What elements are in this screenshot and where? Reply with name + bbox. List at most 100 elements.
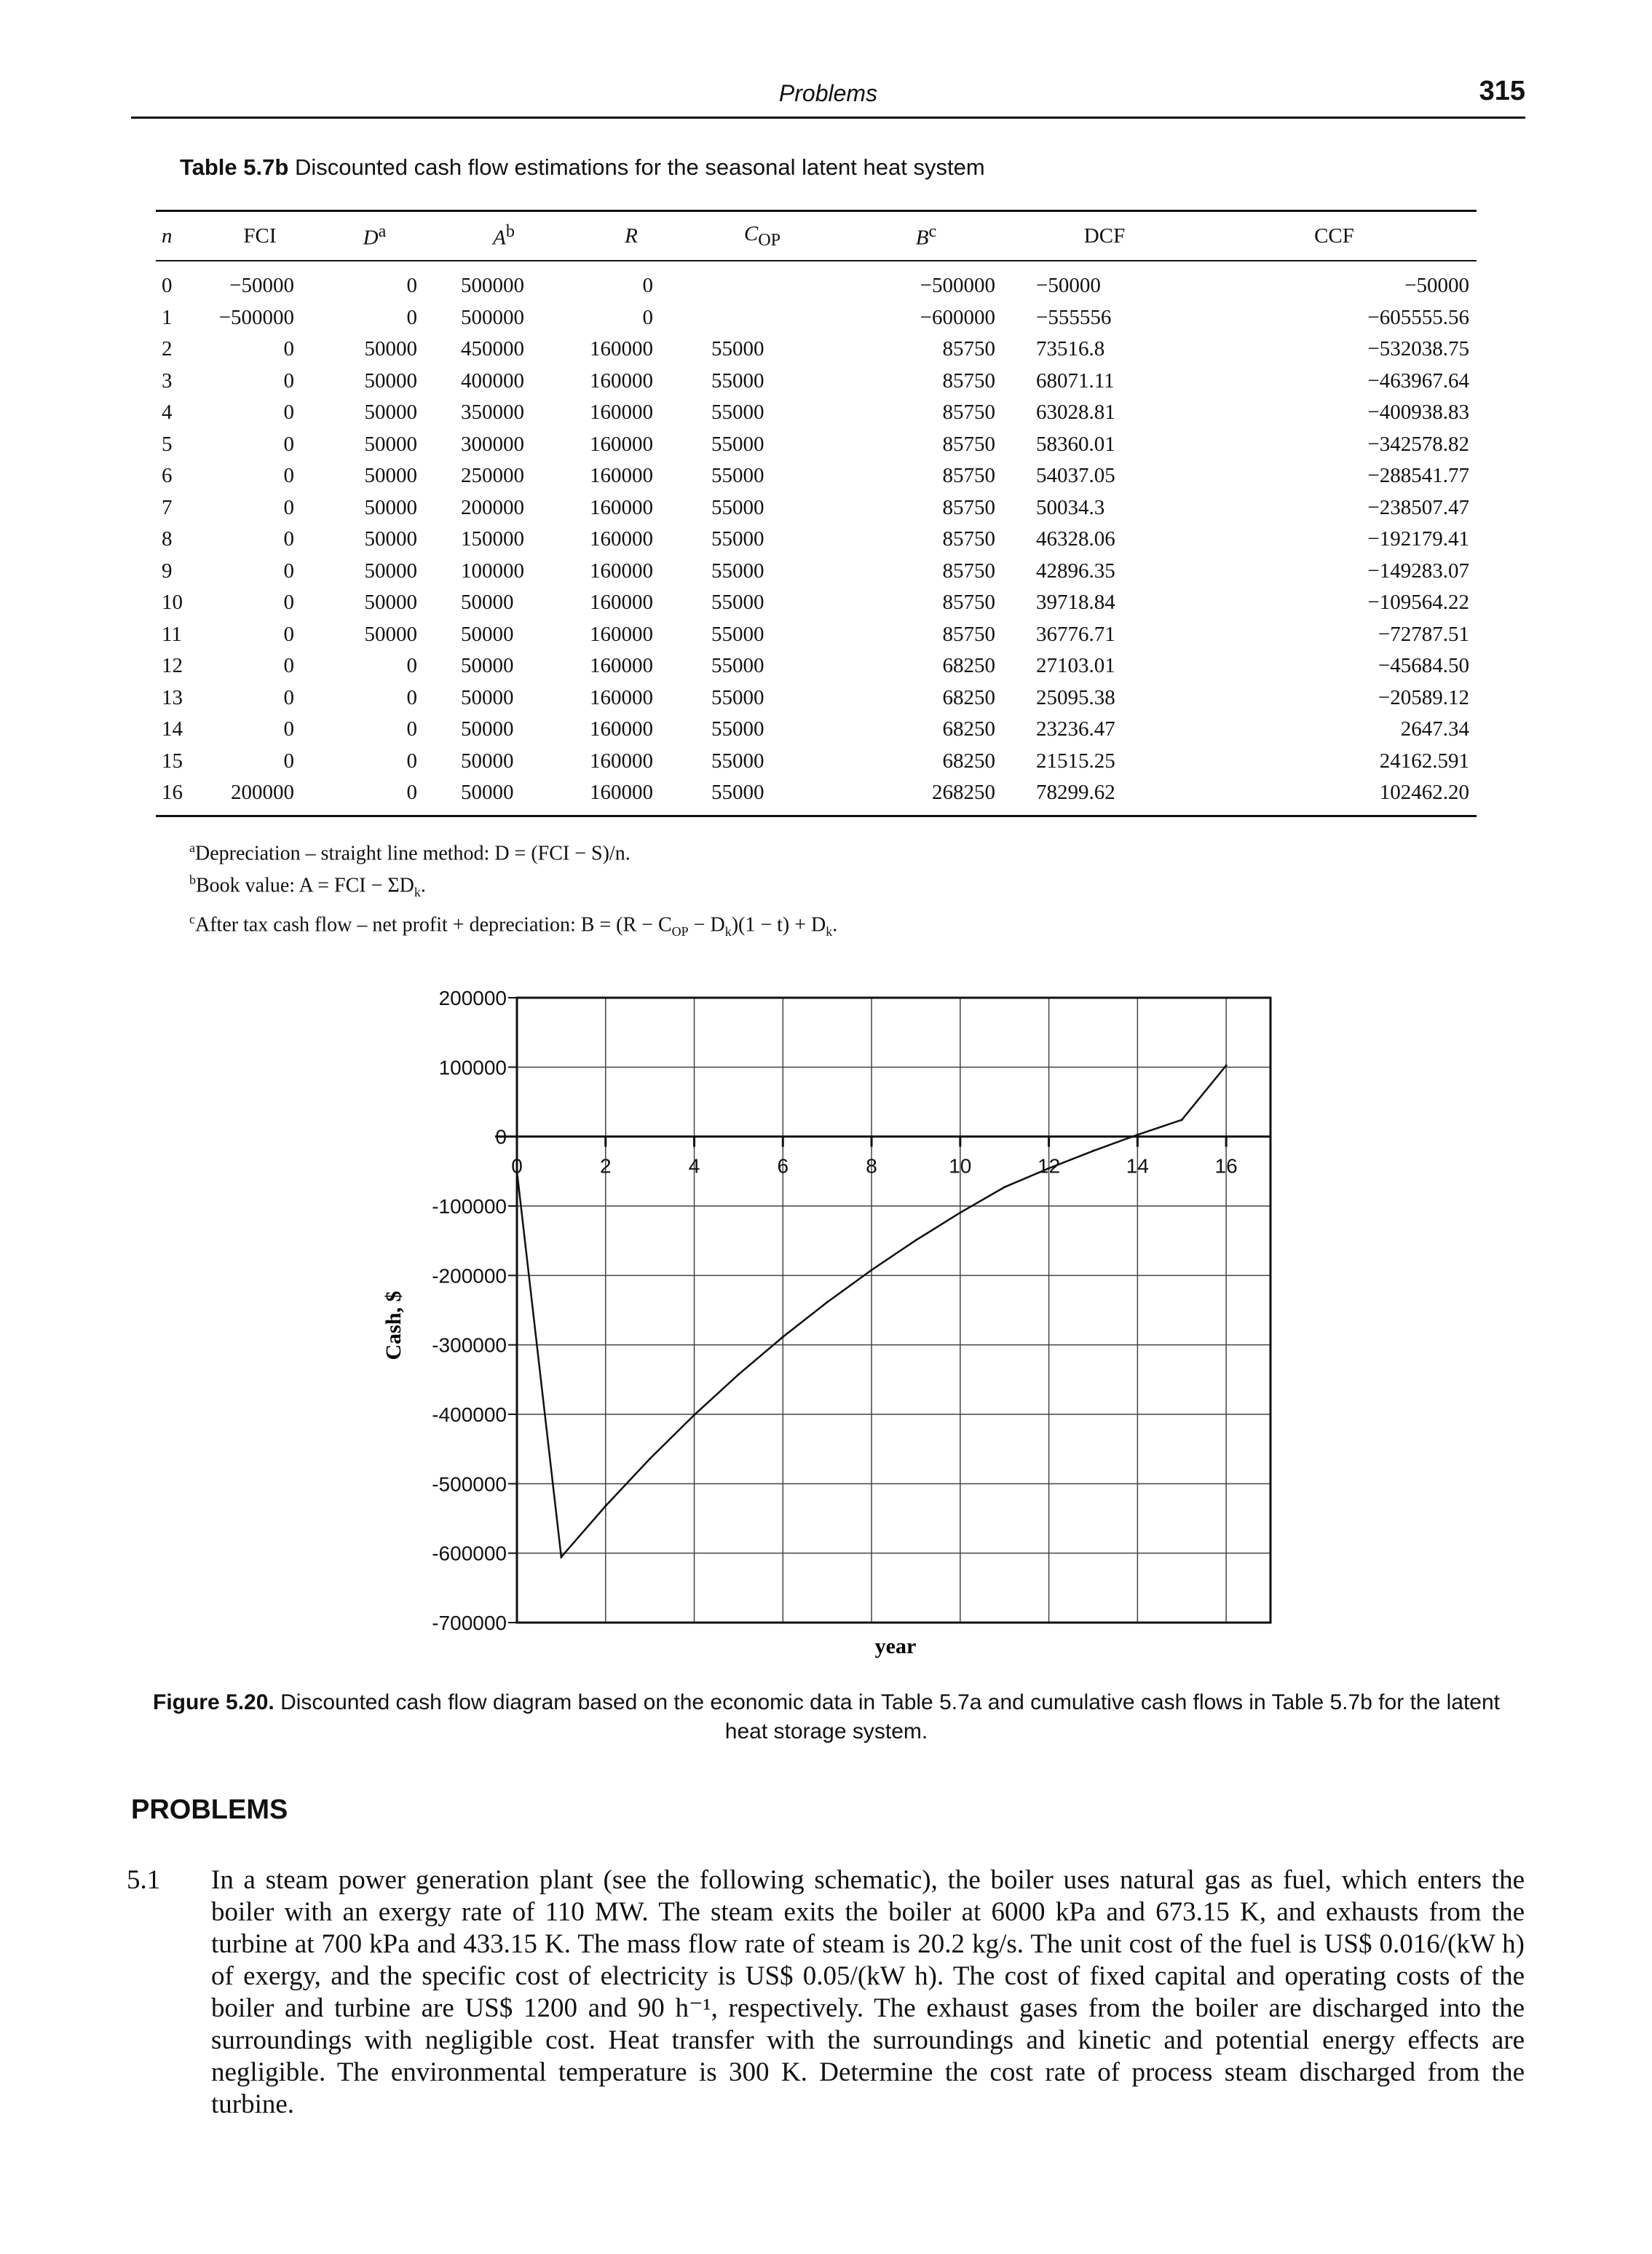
cell-b: 85750 [942, 591, 996, 615]
cell-dcf: 46328.06 [1036, 527, 1115, 551]
cell-r: 160000 [590, 337, 653, 361]
cell-r: 0 [642, 305, 654, 329]
cell-ccf: −532038.75 [1367, 337, 1469, 361]
cell-b: −500000 [920, 274, 995, 298]
cell-r: 0 [642, 274, 654, 298]
y-tick-label: -300000 [432, 1334, 507, 1357]
cell-cop: 55000 [711, 781, 764, 805]
cell-cop: 55000 [711, 591, 764, 615]
y-tick-label: -700000 [432, 1612, 507, 1634]
cell-b: 85750 [942, 464, 996, 488]
cell-a: 50000 [461, 591, 514, 615]
cell-d: 50000 [364, 527, 418, 551]
data-point [1136, 1133, 1139, 1136]
cell-cop: 55000 [711, 337, 764, 361]
cell-n: 5 [162, 432, 173, 456]
x-tick-label: 4 [689, 1155, 700, 1178]
cell-ccf: −149283.07 [1367, 559, 1469, 583]
x-tick-label: 16 [1215, 1155, 1238, 1178]
y-tick-label: 0 [495, 1126, 507, 1148]
cell-d: 0 [406, 781, 418, 805]
cell-b: 85750 [942, 495, 996, 519]
cell-a: 50000 [461, 654, 514, 678]
header-fci: FCI [243, 224, 277, 248]
cell-dcf: 42896.35 [1036, 559, 1115, 583]
cell-r: 160000 [590, 401, 653, 425]
cell-d: 50000 [364, 591, 418, 615]
cell-n: 0 [162, 274, 173, 298]
data-point [826, 1301, 829, 1304]
y-tick-label: -100000 [432, 1195, 507, 1218]
cell-fci: 0 [283, 401, 295, 425]
cell-cop: 55000 [711, 432, 764, 456]
cell-a: 500000 [461, 274, 524, 298]
cell-n: 14 [162, 717, 183, 741]
chart-grid [516, 997, 1270, 1623]
cell-r: 160000 [590, 464, 653, 488]
cell-b: 68250 [942, 749, 996, 773]
y-tick-label: 200000 [439, 987, 507, 1009]
cell-r: 160000 [590, 685, 653, 709]
x-tick-label: 14 [1126, 1155, 1149, 1178]
header-a: Ab [493, 221, 515, 250]
x-tick-label: 0 [511, 1155, 523, 1178]
data-point [959, 1211, 962, 1214]
footnote-b: bBook value: A = FCI − ΣDk. [189, 872, 426, 900]
cell-b: 85750 [942, 527, 996, 551]
table-header-row: n FCI Da Ab R COP Bc DCF CCF [156, 210, 1477, 261]
cell-d: 0 [406, 749, 418, 773]
cell-a: 400000 [461, 369, 524, 393]
cell-d: 0 [406, 717, 418, 741]
cell-r: 160000 [590, 369, 653, 393]
cell-b: 68250 [942, 717, 996, 741]
running-head: Problems 315 [131, 76, 1525, 119]
y-tick-label: -500000 [432, 1473, 507, 1495]
data-point [560, 1556, 563, 1559]
footnote-c: cAfter tax cash flow – net profit + depr… [189, 912, 838, 939]
problem-number: 5.1 [127, 1865, 161, 1895]
x-tick-label: 2 [600, 1155, 612, 1178]
cell-d: 0 [406, 654, 418, 678]
cell-r: 160000 [590, 622, 653, 646]
cell-a: 50000 [461, 749, 514, 773]
cell-a: 150000 [461, 527, 524, 551]
cell-fci: 0 [283, 685, 295, 709]
y-tick-label: -200000 [432, 1264, 507, 1287]
cell-fci: 0 [283, 591, 295, 615]
cell-r: 160000 [590, 527, 653, 551]
data-point [1225, 1064, 1228, 1067]
cell-ccf: −109564.22 [1367, 591, 1469, 615]
cell-fci: 0 [283, 495, 295, 519]
problems-heading: PROBLEMS [131, 1794, 288, 1825]
cell-fci: 0 [283, 369, 295, 393]
cell-dcf: 36776.71 [1036, 622, 1115, 646]
cell-fci: 0 [283, 749, 295, 773]
cell-n: 6 [162, 464, 173, 488]
cell-d: 50000 [364, 432, 418, 456]
cell-a: 250000 [461, 464, 524, 488]
cell-cop [689, 302, 835, 334]
cell-dcf: 39718.84 [1036, 591, 1115, 615]
data-point [604, 1505, 607, 1508]
header-b: Bc [915, 221, 937, 250]
cell-r: 160000 [590, 559, 653, 583]
cell-fci: −50000 [229, 274, 294, 298]
cell-ccf: −50000 [1404, 274, 1469, 298]
page-number: 315 [1479, 76, 1525, 106]
cell-d: 50000 [364, 495, 418, 519]
cell-r: 160000 [590, 717, 653, 741]
x-tick-label: 10 [949, 1155, 971, 1178]
cell-a: 100000 [461, 559, 524, 583]
figure-caption: Figure 5.20. Discounted cash flow diagra… [131, 1688, 1522, 1746]
figure-caption-label: Figure 5.20. [153, 1690, 274, 1714]
